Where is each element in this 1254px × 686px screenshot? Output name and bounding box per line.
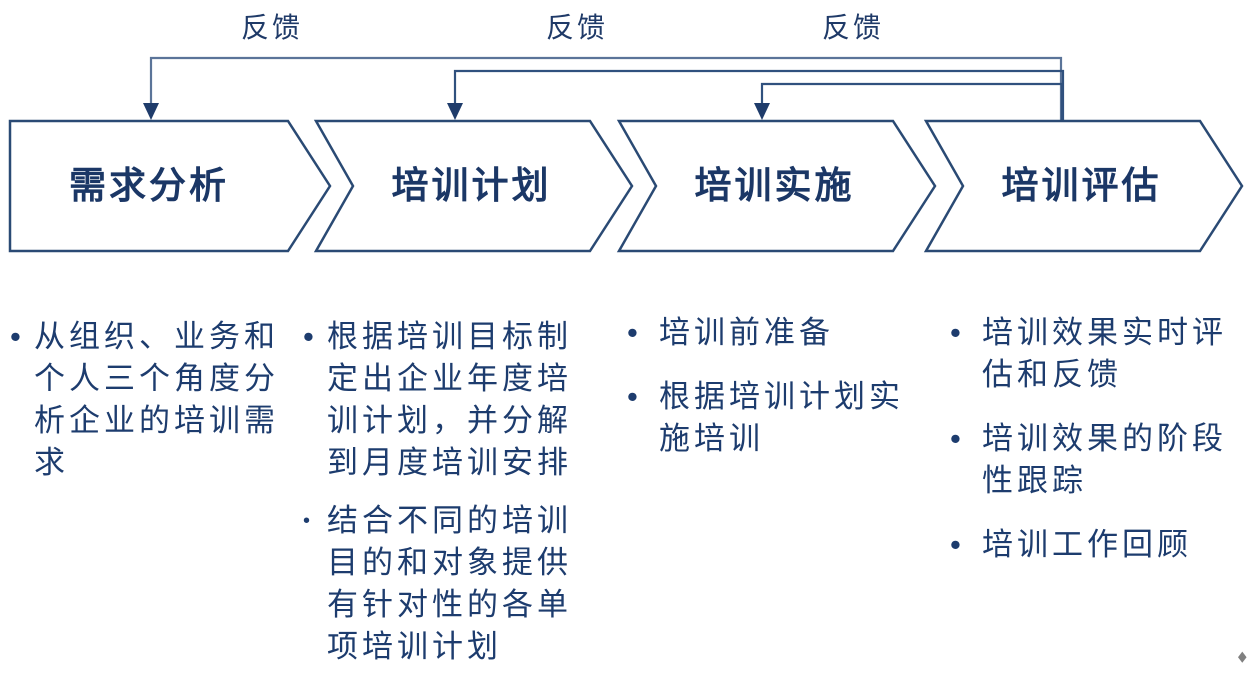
details-training-plan: • 根据培训目标制定出企业年度培训计划，并分解到月度培训安排 • 结合不同的培训… [303, 316, 587, 684]
feedback-line-to-stage1 [149, 56, 1063, 120]
list-item: • 从组织、业务和个人三个角度分析企业的培训需求 [10, 316, 292, 484]
feedback-arrowheads [143, 103, 770, 120]
arrowhead-stage1-icon [143, 103, 159, 120]
bullet-text: 培训效果的阶段性跟踪 [982, 421, 1227, 498]
bullet-text: 培训前准备 [659, 315, 834, 350]
bullet-icon: • [950, 421, 965, 456]
list-item: • 培训工作回顾 [950, 524, 1252, 566]
chevron-training-plan [313, 119, 634, 253]
stage-title-training-implementation: 培训实施 [694, 165, 855, 206]
chevron-training-evaluation [923, 119, 1244, 253]
list-item: • 培训前准备 [627, 312, 927, 354]
bullet-text: 根据培训计划实施培训 [659, 379, 904, 456]
bullet-icon: • [627, 315, 642, 350]
process-chevrons [8, 119, 1244, 253]
details-training-implementation: • 培训前准备 • 根据培训计划实施培训 [627, 312, 927, 482]
bullet-icon: • [10, 319, 25, 354]
bullet-icon: • [950, 315, 965, 350]
bullet-icon: • [303, 510, 315, 532]
bullet-text: 结合不同的培训目的和对象提供有针对性的各单项培训计划 [327, 503, 572, 664]
chevron-needs-analysis [8, 119, 332, 253]
details-training-evaluation: • 培训效果实时评估和反馈 • 培训效果的阶段性跟踪 • 培训工作回顾 [950, 312, 1252, 588]
arrowhead-stage2-icon [447, 103, 463, 120]
bullet-text: 培训效果实时评估和反馈 [982, 315, 1227, 392]
list-item: • 根据培训目标制定出企业年度培训计划，并分解到月度培训安排 [303, 316, 587, 484]
bullet-text: 培训工作回顾 [982, 527, 1192, 562]
stage-title-needs-analysis: 需求分析 [69, 165, 229, 206]
bullet-icon: • [627, 379, 642, 414]
stage-title-training-plan: 培训计划 [391, 165, 552, 206]
bullet-text: 从组织、业务和个人三个角度分析企业的培训需求 [34, 319, 279, 480]
corner-mark-icon: ◆ [1238, 649, 1247, 665]
feedback-label-1: 反馈 [240, 12, 303, 43]
list-item: • 培训效果实时评估和反馈 [950, 312, 1252, 396]
bullet-text: 根据培训目标制定出企业年度培训计划，并分解到月度培训安排 [327, 319, 572, 480]
arrowhead-stage3-icon [754, 103, 770, 120]
feedback-lines [149, 56, 1065, 120]
feedback-label-3: 反馈 [821, 12, 884, 43]
list-item: • 根据培训计划实施培训 [627, 376, 927, 460]
feedback-label-2: 反馈 [545, 12, 608, 43]
bullet-icon: • [303, 319, 318, 354]
chevron-training-implementation [616, 119, 937, 253]
bullet-icon: • [950, 527, 965, 562]
feedback-line-to-stage3 [760, 82, 1064, 120]
list-item: • 结合不同的培训目的和对象提供有针对性的各单项培训计划 [303, 500, 587, 668]
list-item: • 培训效果的阶段性跟踪 [950, 418, 1252, 502]
details-needs-analysis: • 从组织、业务和个人三个角度分析企业的培训需求 [10, 316, 292, 484]
stage-title-training-evaluation: 培训评估 [1001, 165, 1162, 206]
